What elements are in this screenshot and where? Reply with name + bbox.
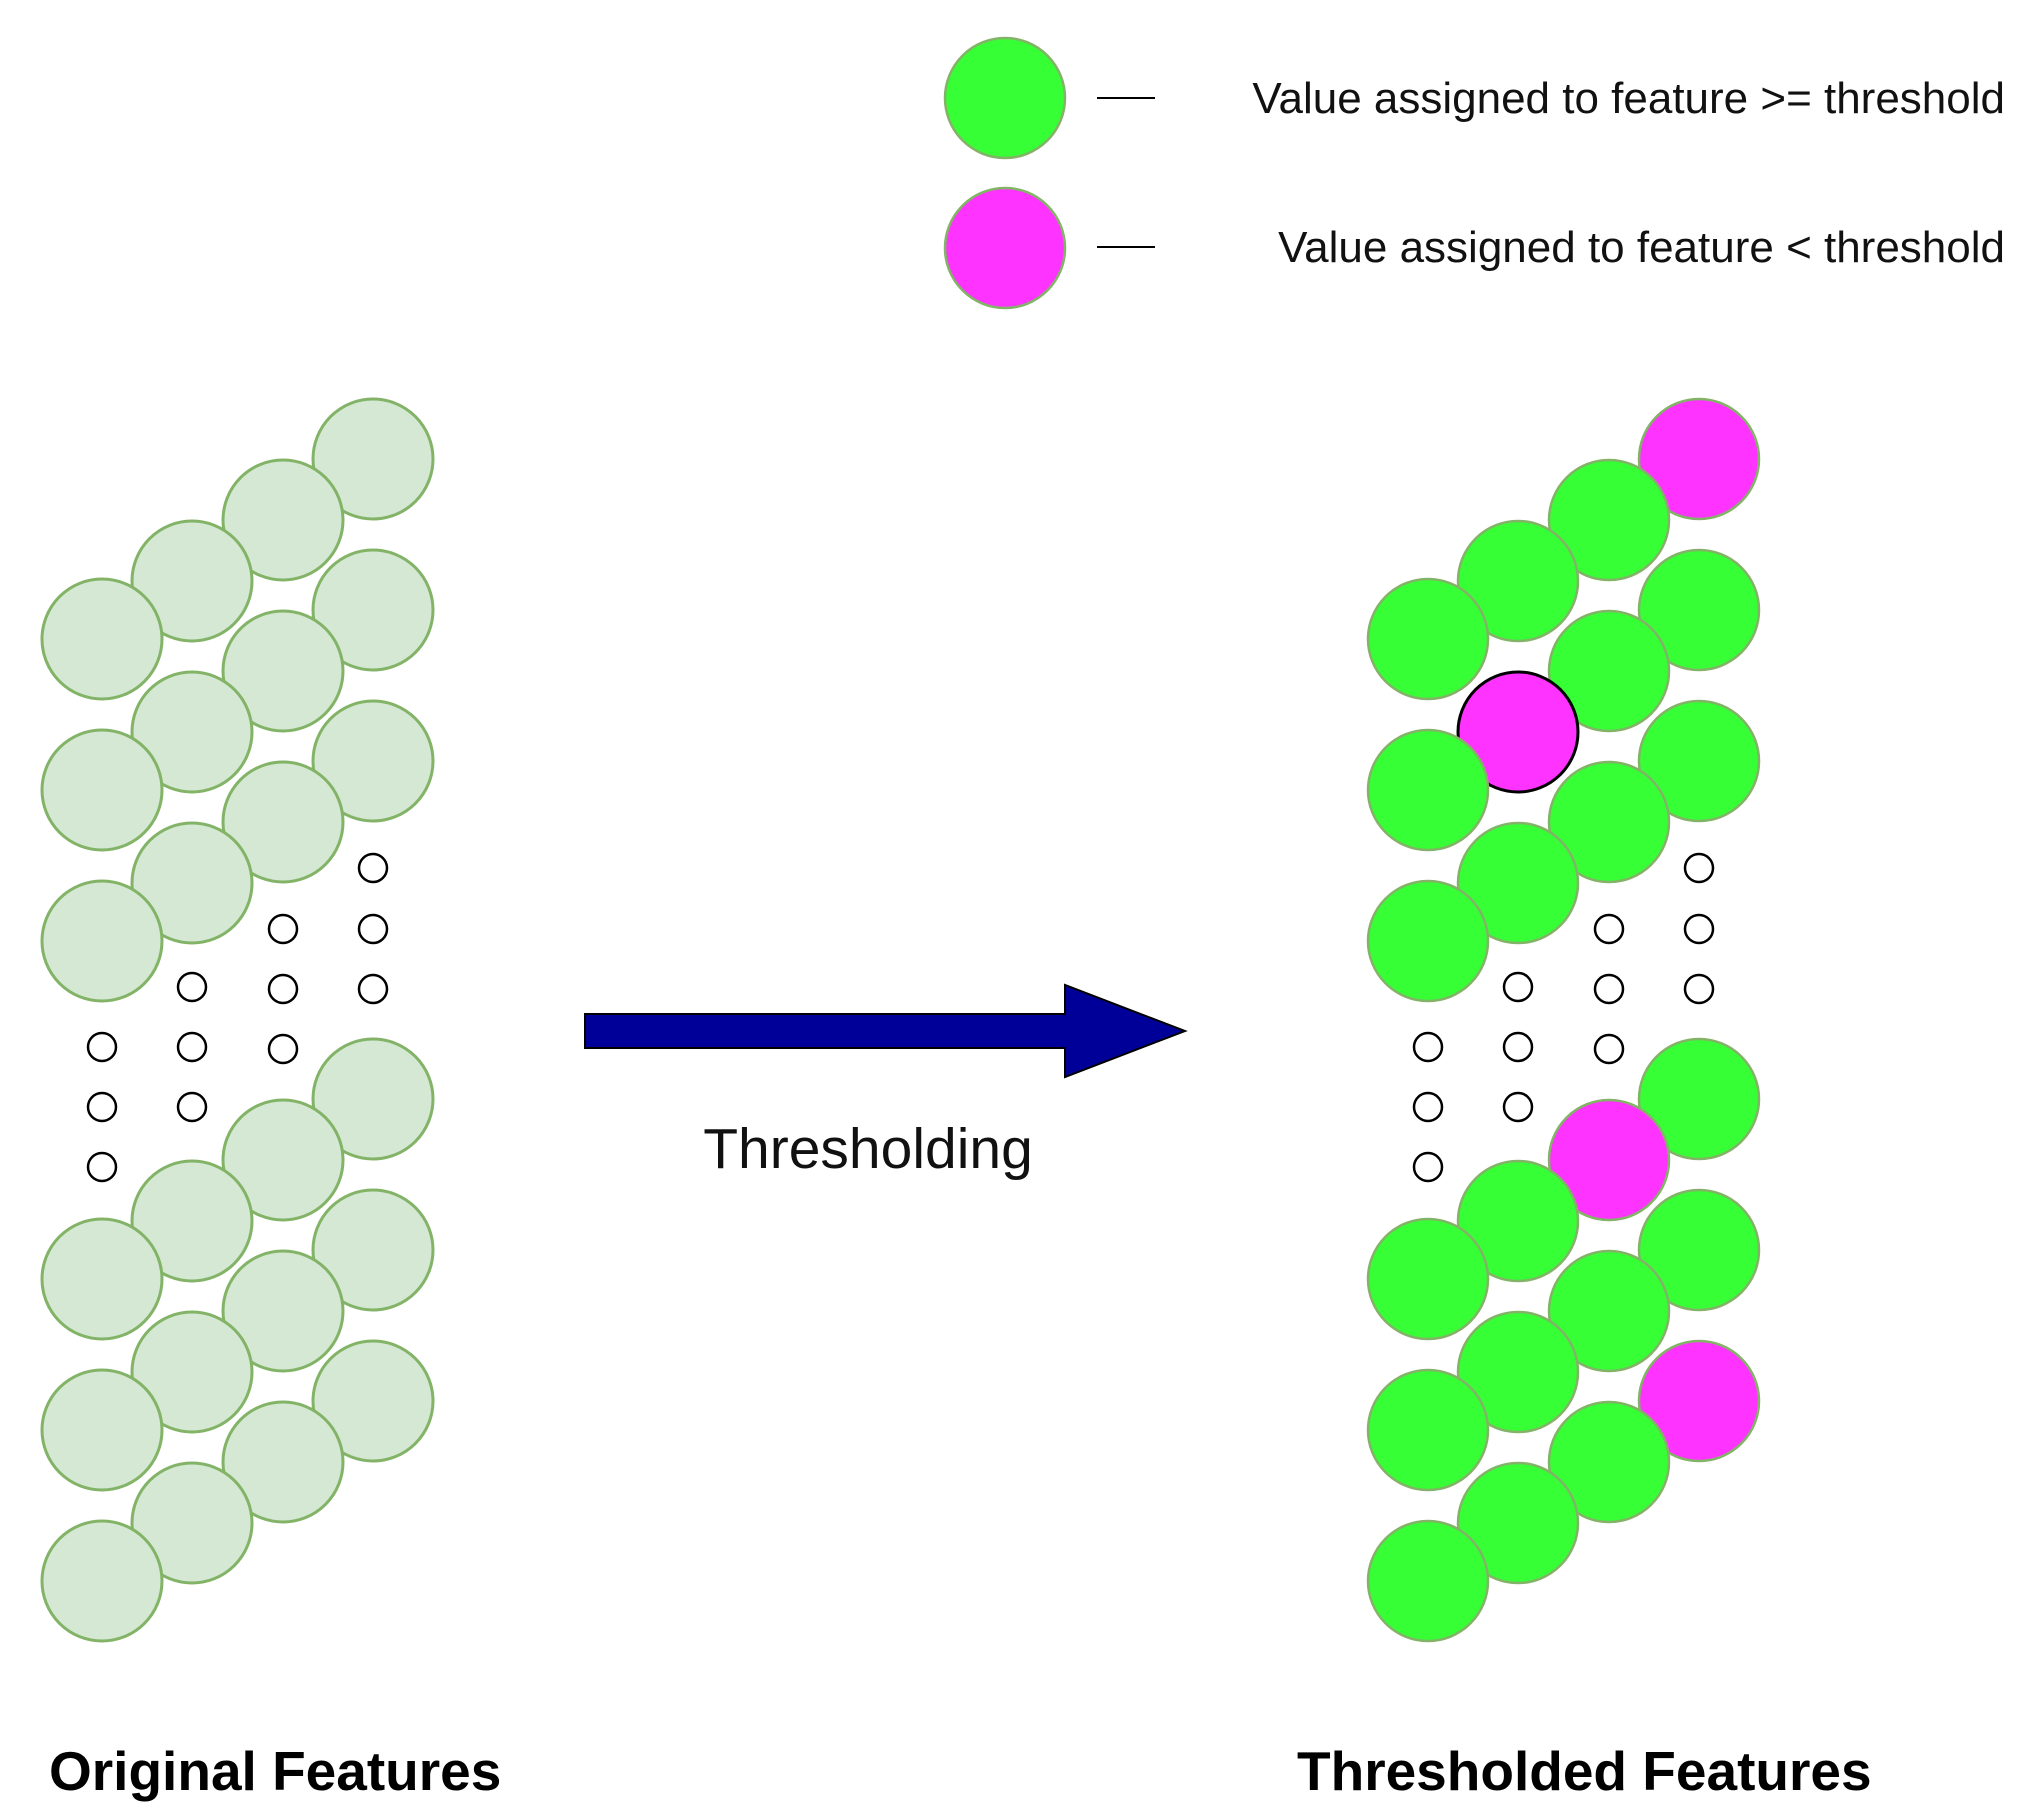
original-ellipsis-dot [86,1151,118,1183]
original-ellipsis-dot [176,1091,208,1123]
original-features-title: Original Features [49,1740,501,1802]
original-ellipsis-dot [357,973,389,1005]
thresholded-feature-circle [1456,1310,1580,1434]
thresholded-feature-circle [1366,1217,1490,1341]
thresholded-ellipsis-dot [1683,913,1715,945]
thresholded-feature-circle [1366,728,1490,852]
original-feature-circle [221,458,345,582]
original-ellipsis-dot [357,913,389,945]
original-feature-circle [221,1098,345,1222]
thresholded-ellipsis-dot [1683,852,1715,884]
original-feature-circle [40,1217,164,1341]
original-feature-circle [40,879,164,1003]
original-ellipsis-dot [176,1031,208,1063]
thresholded-feature-circle [1637,699,1761,823]
original-feature-circle [311,548,435,672]
original-feature-circle [311,699,435,823]
thresholded-feature-circle [1547,1249,1671,1373]
thresholded-feature-circle [1637,1339,1761,1463]
original-ellipsis-dot [176,971,208,1003]
thresholded-features-group [1366,397,1761,1643]
thresholded-ellipsis-dot [1412,1091,1444,1123]
thresholded-feature-circle [1547,458,1671,582]
original-feature-circle [221,1400,345,1524]
thresholded-feature-circle [1547,1400,1671,1524]
legend: Value assigned to feature >= threshold V… [943,36,2005,310]
thresholding-arrow [584,983,1188,1079]
original-ellipsis-dot [267,973,299,1005]
thresholded-ellipsis-dot [1412,1151,1444,1183]
thresholded-feature-circle [1547,1098,1671,1222]
thresholded-ellipsis-dot [1593,1033,1625,1065]
original-feature-circle [311,1339,435,1463]
legend-above-label: Value assigned to feature >= threshold [1252,74,2005,123]
thresholded-features-title: Thresholded Features [1297,1740,1872,1802]
thresholded-feature-circle [1456,821,1580,945]
thresholded-ellipsis-dot [1502,971,1534,1003]
original-feature-circle [221,609,345,733]
thresholded-feature-circle [1366,577,1490,701]
original-feature-circle [311,1037,435,1161]
thresholded-feature-circle [1456,519,1580,643]
original-ellipsis-dot [267,913,299,945]
original-feature-circle [40,728,164,852]
thresholded-ellipsis-dot [1593,913,1625,945]
original-feature-circle [40,1519,164,1643]
original-ellipsis-dot [86,1091,118,1123]
legend-below-label: Value assigned to feature < threshold [1278,223,2005,272]
thresholded-feature-circle [1456,670,1580,794]
thresholded-ellipsis-dot [1412,1031,1444,1063]
original-feature-circle [311,1188,435,1312]
thresholding-label: Thresholding [703,1117,1033,1181]
original-feature-circle [40,1368,164,1492]
legend-above-swatch [943,36,1067,160]
thresholded-feature-circle [1456,1159,1580,1283]
original-feature-circle [40,577,164,701]
original-ellipsis-dot [267,1033,299,1065]
original-feature-circle [221,1249,345,1373]
original-feature-circle [130,1159,254,1283]
original-feature-circle [130,670,254,794]
thresholded-ellipsis-dot [1502,1031,1534,1063]
thresholded-feature-circle [1456,1461,1580,1585]
thresholded-feature-circle [1366,1368,1490,1492]
thresholded-feature-circle [1547,760,1671,884]
thresholded-ellipsis-dot [1502,1091,1534,1123]
thresholded-feature-circle [1366,879,1490,1003]
thresholded-feature-circle [1547,609,1671,733]
thresholded-ellipsis-dot [1683,973,1715,1005]
original-feature-circle [130,1461,254,1585]
original-ellipsis-dot [86,1031,118,1063]
legend-below-swatch [943,186,1067,310]
thresholded-ellipsis-dot [1593,973,1625,1005]
original-feature-circle [130,519,254,643]
original-ellipsis-dot [357,852,389,884]
thresholded-feature-circle [1637,397,1761,521]
thresholded-feature-circle [1637,1037,1761,1161]
thresholded-feature-circle [1637,1188,1761,1312]
original-feature-circle [311,397,435,521]
original-feature-circle [221,760,345,884]
original-features-group [40,397,435,1643]
original-feature-circle [130,821,254,945]
thresholded-feature-circle [1366,1519,1490,1643]
original-feature-circle [130,1310,254,1434]
thresholded-feature-circle [1637,548,1761,672]
